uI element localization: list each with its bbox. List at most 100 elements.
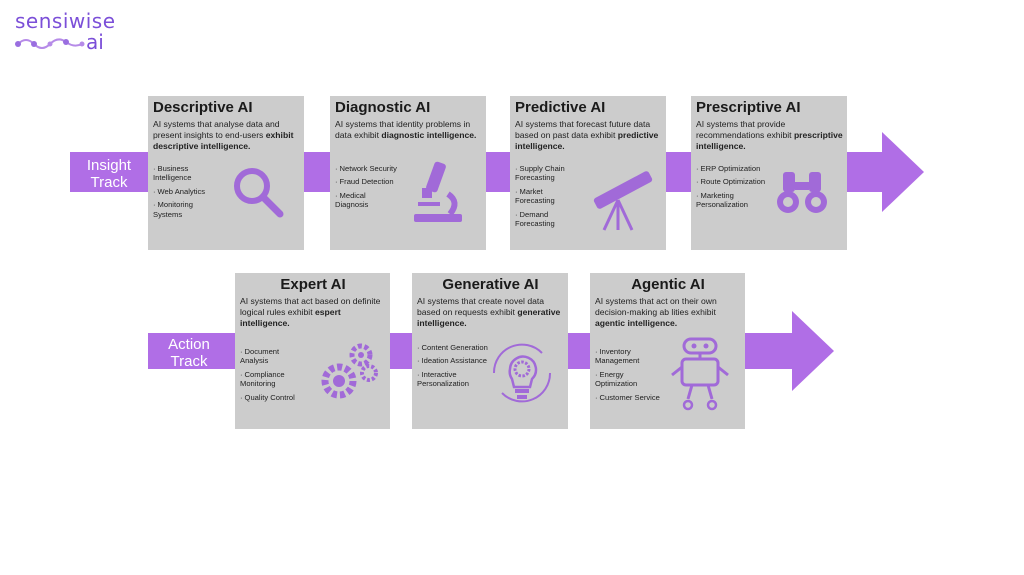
list-item-text: Energy Optimization: [595, 369, 638, 389]
card-desc-emphasis: exhibit descriptive intelligence.: [153, 130, 294, 151]
list-item-text: Monitoring Systems: [153, 200, 193, 219]
card-desc-emphasis: espert intelligence.: [240, 307, 341, 328]
card-expert-ai: Expert AI AI systems that act based on d…: [235, 273, 390, 429]
action-track-label: Action Track: [156, 336, 222, 370]
list-item-text: Ideation Assistance: [421, 356, 487, 366]
card-bullet-list: ·Inventory Management ·Energy Optimizati…: [595, 347, 665, 406]
list-item-text: Market Forecasting: [515, 186, 555, 206]
list-item: ·Medical Diagnosis: [335, 190, 369, 210]
list-item-text: Network Security: [339, 164, 397, 173]
list-item-text: Document Analysis: [240, 347, 280, 366]
microscope-icon: [414, 161, 462, 222]
card-desc-emphasis: predictive intelligence.: [515, 130, 659, 151]
card-prescriptive-ai: Prescriptive AI AI systems that provide …: [691, 96, 847, 250]
card-desc-emphasis: prescriptive intelligence.: [696, 130, 843, 151]
list-item-text: Fraud Detection: [339, 177, 394, 187]
card-desc-emphasis: generative intelligence.: [417, 307, 561, 328]
card-desc-text: AI systems that identity problems in dat…: [335, 119, 471, 140]
list-item: ·Fraud Detection: [335, 177, 394, 187]
card-description: AI systems that create novel data based …: [417, 296, 564, 329]
card-desc-emphasis: agentic intelligence.: [595, 318, 678, 328]
card-description: AI systems that provide recommendations …: [696, 119, 843, 152]
list-item: ·Route Optimization: [696, 177, 766, 187]
card-bullet-list: ·Supply Chain Forecasting ·Market Foreca…: [515, 164, 581, 232]
card-title: Predictive AI: [515, 99, 606, 116]
list-item: ·Interactive Personalization: [417, 369, 469, 389]
card-title: Descriptive AI: [153, 99, 253, 116]
card-generative-ai: Generative AI AI systems that create nov…: [412, 273, 568, 429]
card-description: AI systems that forecast future data bas…: [515, 119, 662, 152]
list-item: ·Supply Chain Forecasting: [515, 164, 565, 183]
list-item-text: Route Optimization: [700, 177, 766, 187]
list-item-text: ERP Optimization: [700, 164, 761, 173]
robot-icon: [671, 337, 729, 411]
card-bullet-list: ·Business Intelligence ·Web Analytics ·M…: [153, 164, 219, 223]
action-label-line1: Action: [168, 336, 210, 353]
list-item-text: Content Generation: [421, 343, 488, 352]
list-item-text: Marketing Personalization: [696, 190, 748, 210]
card-bullet-list: ·Content Generation ·Ideation Assistance…: [417, 343, 489, 393]
list-item: ·Web Analytics: [153, 186, 206, 196]
list-item: ·Content Generation: [417, 343, 488, 352]
list-item-text: Web Analytics: [157, 186, 206, 196]
insight-label-line2: Track: [90, 174, 128, 191]
card-desc-emphasis: diagnostic intelligence.: [381, 130, 477, 140]
card-bullet-list: ·Document Analysis ·Compliance Monitorin…: [240, 347, 306, 406]
list-item-text: Business Intelligence: [153, 164, 192, 183]
card-bullet-list: ·Network Security ·Fraud Detection ·Medi…: [335, 164, 401, 214]
lightbulb-gear-icon: [492, 343, 552, 403]
list-item-text: Demand Forecasting: [515, 209, 555, 229]
card-predictive-ai: Predictive AI AI systems that forecast f…: [510, 96, 666, 250]
list-item-text: Supply Chain Forecasting: [515, 164, 565, 183]
action-label-line2: Track: [170, 353, 208, 370]
insight-track-label: Insight Track: [76, 157, 142, 191]
card-desc-text: AI systems that provide recommendations …: [696, 119, 792, 140]
card-desc-text: AI systems that analyse data and present…: [153, 119, 280, 140]
gears-icon: [321, 343, 378, 399]
list-item: ·Monitoring Systems: [153, 200, 193, 219]
card-title: Diagnostic AI: [335, 99, 431, 116]
list-item: ·Inventory Management: [595, 347, 640, 366]
card-description: AI systems that analyse data and present…: [153, 119, 300, 152]
list-item: ·Compliance Monitoring: [240, 369, 285, 389]
list-item-text: Interactive Personalization: [417, 369, 469, 389]
list-item-text: Inventory Management: [595, 347, 640, 366]
card-desc-text: AI systems that act on their own decisio…: [595, 296, 717, 317]
card-description: AI systems that act on their own decisio…: [595, 296, 741, 329]
list-item: ·Business Intelligence: [153, 164, 192, 183]
card-descriptive-ai: Descriptive AI AI systems that analyse d…: [148, 96, 304, 250]
card-desc-text: AI systems that create novel data based …: [417, 296, 545, 317]
telescope-icon: [593, 171, 653, 231]
logo-line2: ai: [86, 30, 104, 54]
insight-label-line1: Insight: [86, 157, 132, 174]
list-item: ·Network Security: [335, 164, 397, 173]
sensiwise-logo: [14, 8, 114, 56]
list-item: ·Ideation Assistance: [417, 356, 487, 366]
card-title: Expert AI: [280, 276, 346, 293]
list-item-text: Medical Diagnosis: [335, 190, 369, 210]
logo-line1: sensiwise: [15, 9, 116, 33]
list-item-text: Quality Control: [244, 392, 295, 402]
card-title: Agentic AI: [631, 276, 705, 293]
card-title: Generative AI: [442, 276, 539, 293]
card-desc-text: AI systems that act based on definite lo…: [240, 296, 381, 317]
magnifier-icon: [234, 168, 284, 218]
list-item: ·Customer Service: [595, 392, 660, 402]
logo-wave-icon: [15, 38, 85, 49]
list-item-text: Compliance Monitoring: [240, 369, 285, 389]
card-agentic-ai: Agentic AI AI systems that act on their …: [590, 273, 745, 429]
list-item: ·Quality Control: [240, 392, 295, 402]
binoculars-icon: [777, 172, 827, 213]
card-diagnostic-ai: Diagnostic AI AI systems that identity p…: [330, 96, 486, 250]
list-item-text: Customer Service: [599, 392, 660, 402]
list-item: ·Marketing Personalization: [696, 190, 748, 210]
list-item: ·ERP Optimization: [696, 164, 761, 173]
card-description: AI systems that act based on definite lo…: [240, 296, 386, 329]
list-item: ·Market Forecasting: [515, 186, 555, 206]
card-bullet-list: ·ERP Optimization ·Route Optimization ·M…: [696, 164, 770, 214]
list-item: ·Document Analysis: [240, 347, 280, 366]
card-description: AI systems that identity problems in dat…: [335, 119, 482, 141]
card-title: Prescriptive AI: [696, 99, 801, 116]
list-item: ·Energy Optimization: [595, 369, 638, 389]
card-desc-text: AI systems that forecast future data bas…: [515, 119, 651, 140]
